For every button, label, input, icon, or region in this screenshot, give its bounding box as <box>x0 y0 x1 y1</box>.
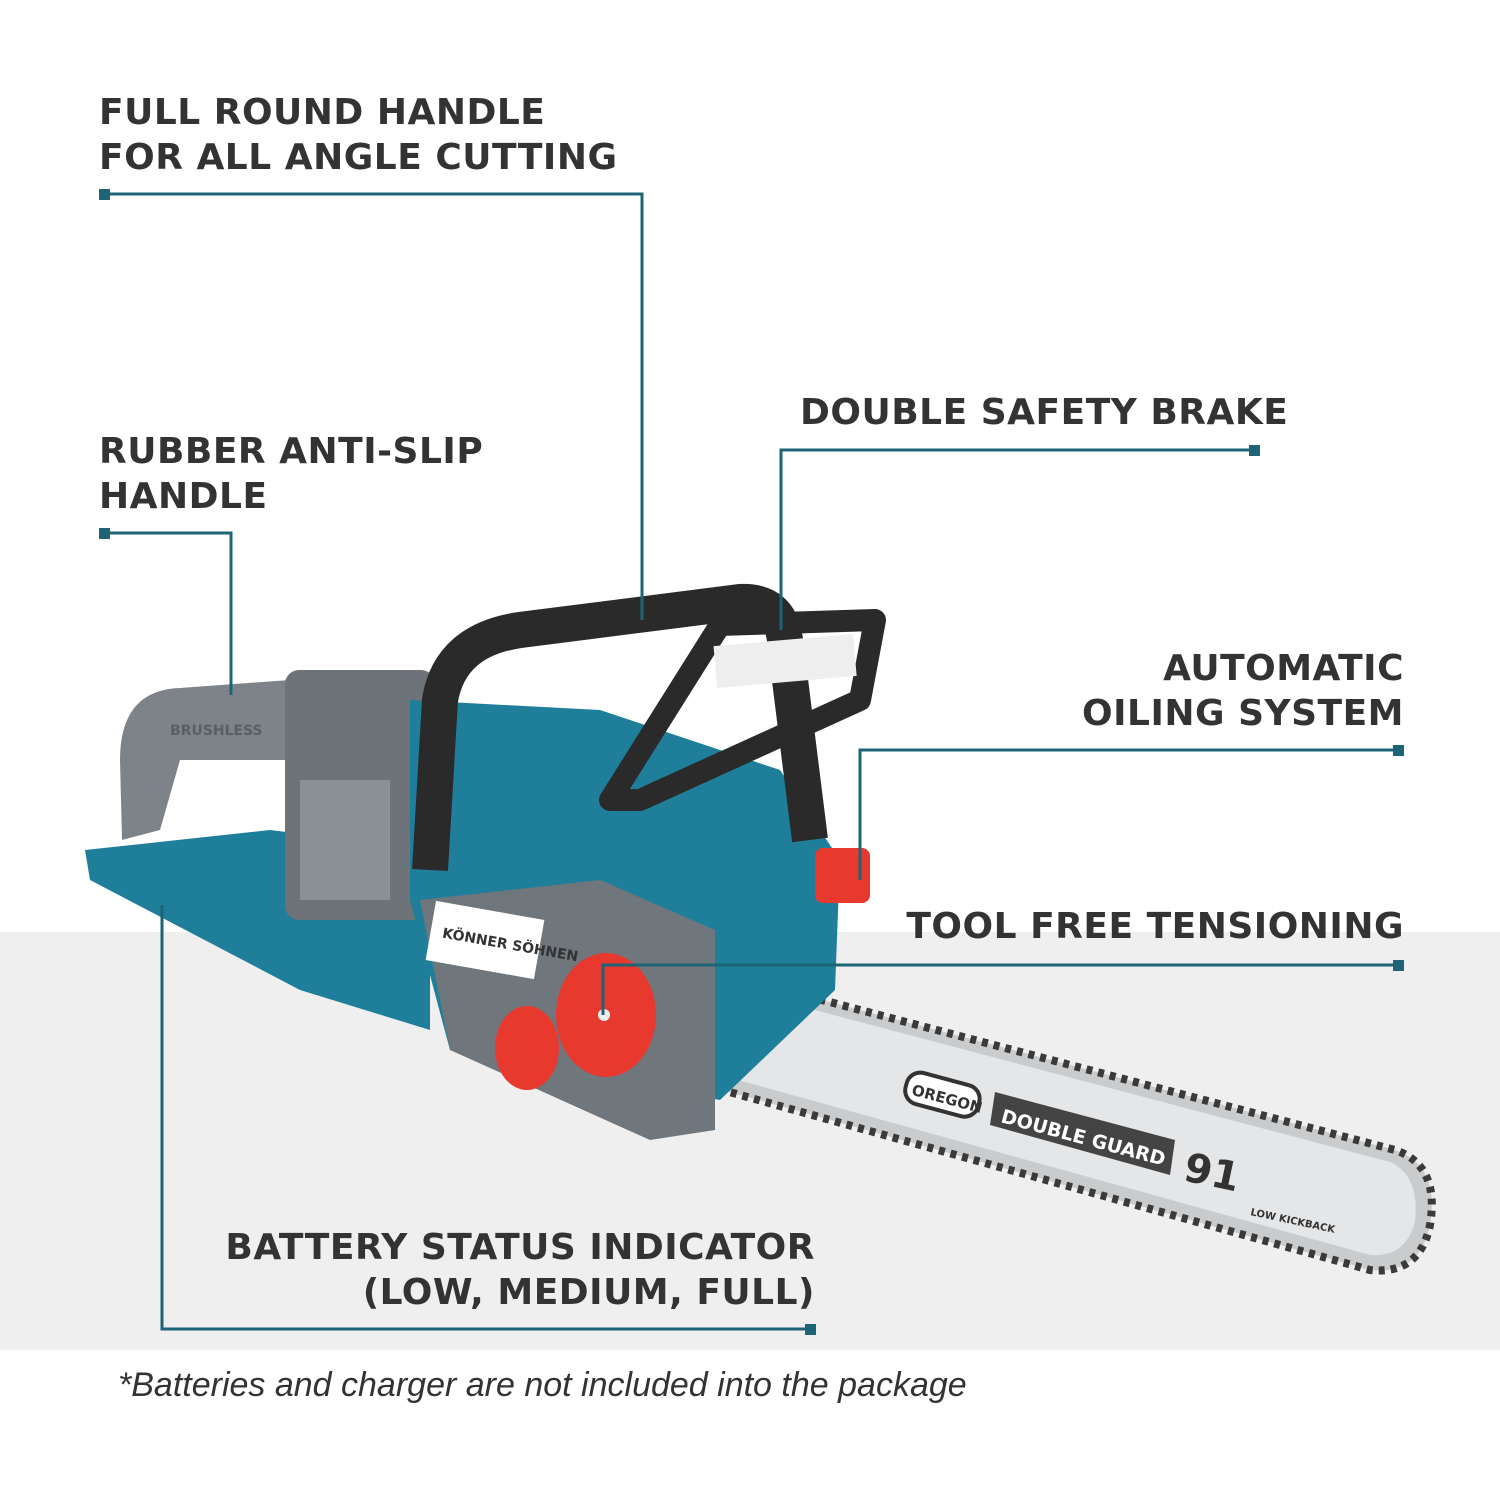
callout-text: BATTERY STATUS INDICATOR <box>225 1227 815 1268</box>
callout-text: RUBBER ANTI-SLIP <box>99 431 484 472</box>
callout-tensioning: TOOL FREE TENSIONING <box>906 904 1404 949</box>
callout-lines <box>104 192 1398 1331</box>
callout-markers <box>99 189 1404 1335</box>
callout-battery-status: BATTERY STATUS INDICATOR(LOW, MEDIUM, FU… <box>225 1225 815 1315</box>
callout-text: AUTOMATIC <box>1163 648 1404 689</box>
callout-text: DOUBLE SAFETY BRAKE <box>800 392 1289 433</box>
callout-text: HANDLE <box>99 476 268 517</box>
callout-text: (LOW, MEDIUM, FULL) <box>362 1272 815 1313</box>
callout-text: FULL ROUND HANDLE <box>99 92 546 133</box>
callout-text: FOR ALL ANGLE CUTTING <box>99 137 618 178</box>
oil-cap <box>495 1006 559 1090</box>
handle-text: BRUSHLESS <box>170 723 263 739</box>
callout-text: OILING SYSTEM <box>1082 693 1404 734</box>
callout-text: TOOL FREE TENSIONING <box>906 906 1404 947</box>
callout-safety-brake: DOUBLE SAFETY BRAKE <box>800 390 1288 435</box>
brake-guard <box>599 609 886 811</box>
footnote: *Batteries and charger are not included … <box>118 1366 967 1404</box>
rear-handle <box>120 680 290 840</box>
bar-number-text: 91 <box>1180 1145 1244 1202</box>
